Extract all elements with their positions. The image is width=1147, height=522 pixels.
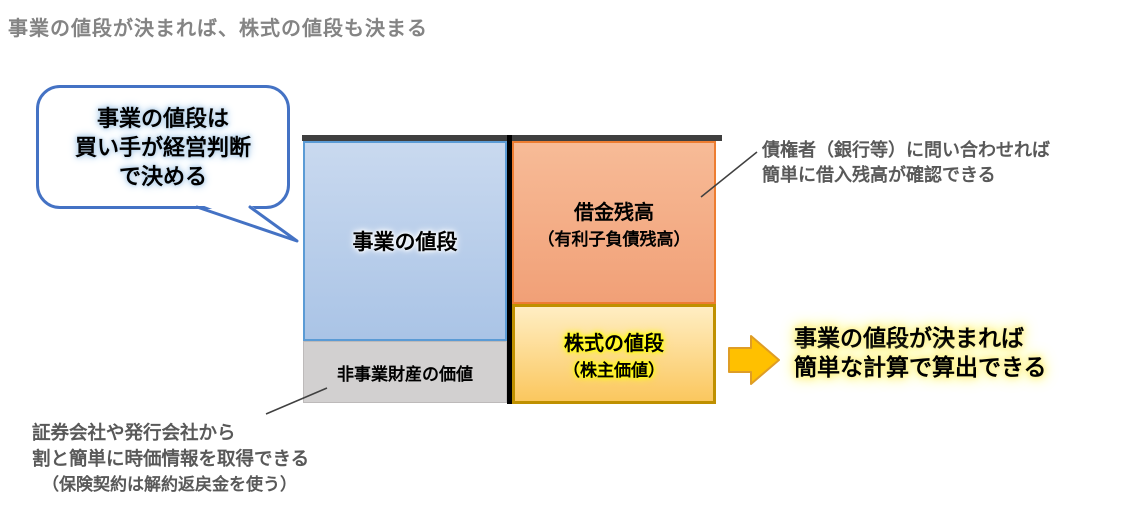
debt-balance-label: 借金残高 [574, 201, 654, 224]
speech-bubble-line-2: 買い手が経営判断 [74, 134, 251, 160]
speech-bubble-line-3: で決める [118, 163, 207, 189]
column-divider [507, 135, 512, 404]
assets-annotation-line-3: （保険契約は解約返戻金を使う） [42, 475, 297, 494]
stock-price-sublabel: （株主価値） [563, 361, 665, 380]
conclusion-line-1: 事業の値段が決まれば [794, 325, 1024, 351]
conclusion-line-2: 簡単な計算で算出できる [794, 354, 1047, 380]
assets-annotation-line-2: 割と簡単に時価情報を取得できる [32, 448, 310, 469]
debt-annotation-line-2: 簡単に借入残高が確認できる [762, 165, 996, 185]
arrow-right-icon [728, 335, 780, 385]
non-business-assets-box: 非事業財産の価値 [303, 341, 507, 403]
debt-annotation: 債権者（銀行等）に問い合わせれば 簡単に借入残高が確認できる [762, 138, 1050, 188]
speech-bubble-tail [199, 204, 297, 241]
stock-price-label: 株式の値段 [564, 333, 664, 355]
page-title: 事業の値段が決まれば、株式の値段も決まる [8, 18, 428, 40]
business-price-label: 事業の値段 [352, 231, 458, 254]
debt-balance-box: 借金残高 （有利子負債残高） [512, 141, 716, 304]
conclusion-text: 事業の値段が決まれば 簡単な計算で算出できる [794, 324, 1047, 382]
stock-price-box: 株式の値段 （株主価値） [512, 304, 716, 404]
debt-annotation-line-1: 債権者（銀行等）に問い合わせれば [762, 140, 1050, 160]
speech-bubble: 事業の値段は 買い手が経営判断 で決める [36, 85, 290, 209]
diagram-top-bar [302, 135, 722, 141]
speech-bubble-line-1: 事業の値段は [96, 105, 229, 131]
assets-annotation: 証券会社や発行会社から 割と簡単に時価情報を取得できる （保険契約は解約返戻金を… [32, 420, 309, 498]
debt-balance-sublabel: （有利子負債残高） [537, 229, 691, 249]
non-business-assets-label: 非事業財産の価値 [337, 364, 473, 384]
business-price-box: 事業の値段 [303, 141, 507, 341]
speech-bubble-tail-outline [195, 205, 299, 243]
assets-annotation-line-1: 証券会社や発行会社から [32, 422, 236, 443]
